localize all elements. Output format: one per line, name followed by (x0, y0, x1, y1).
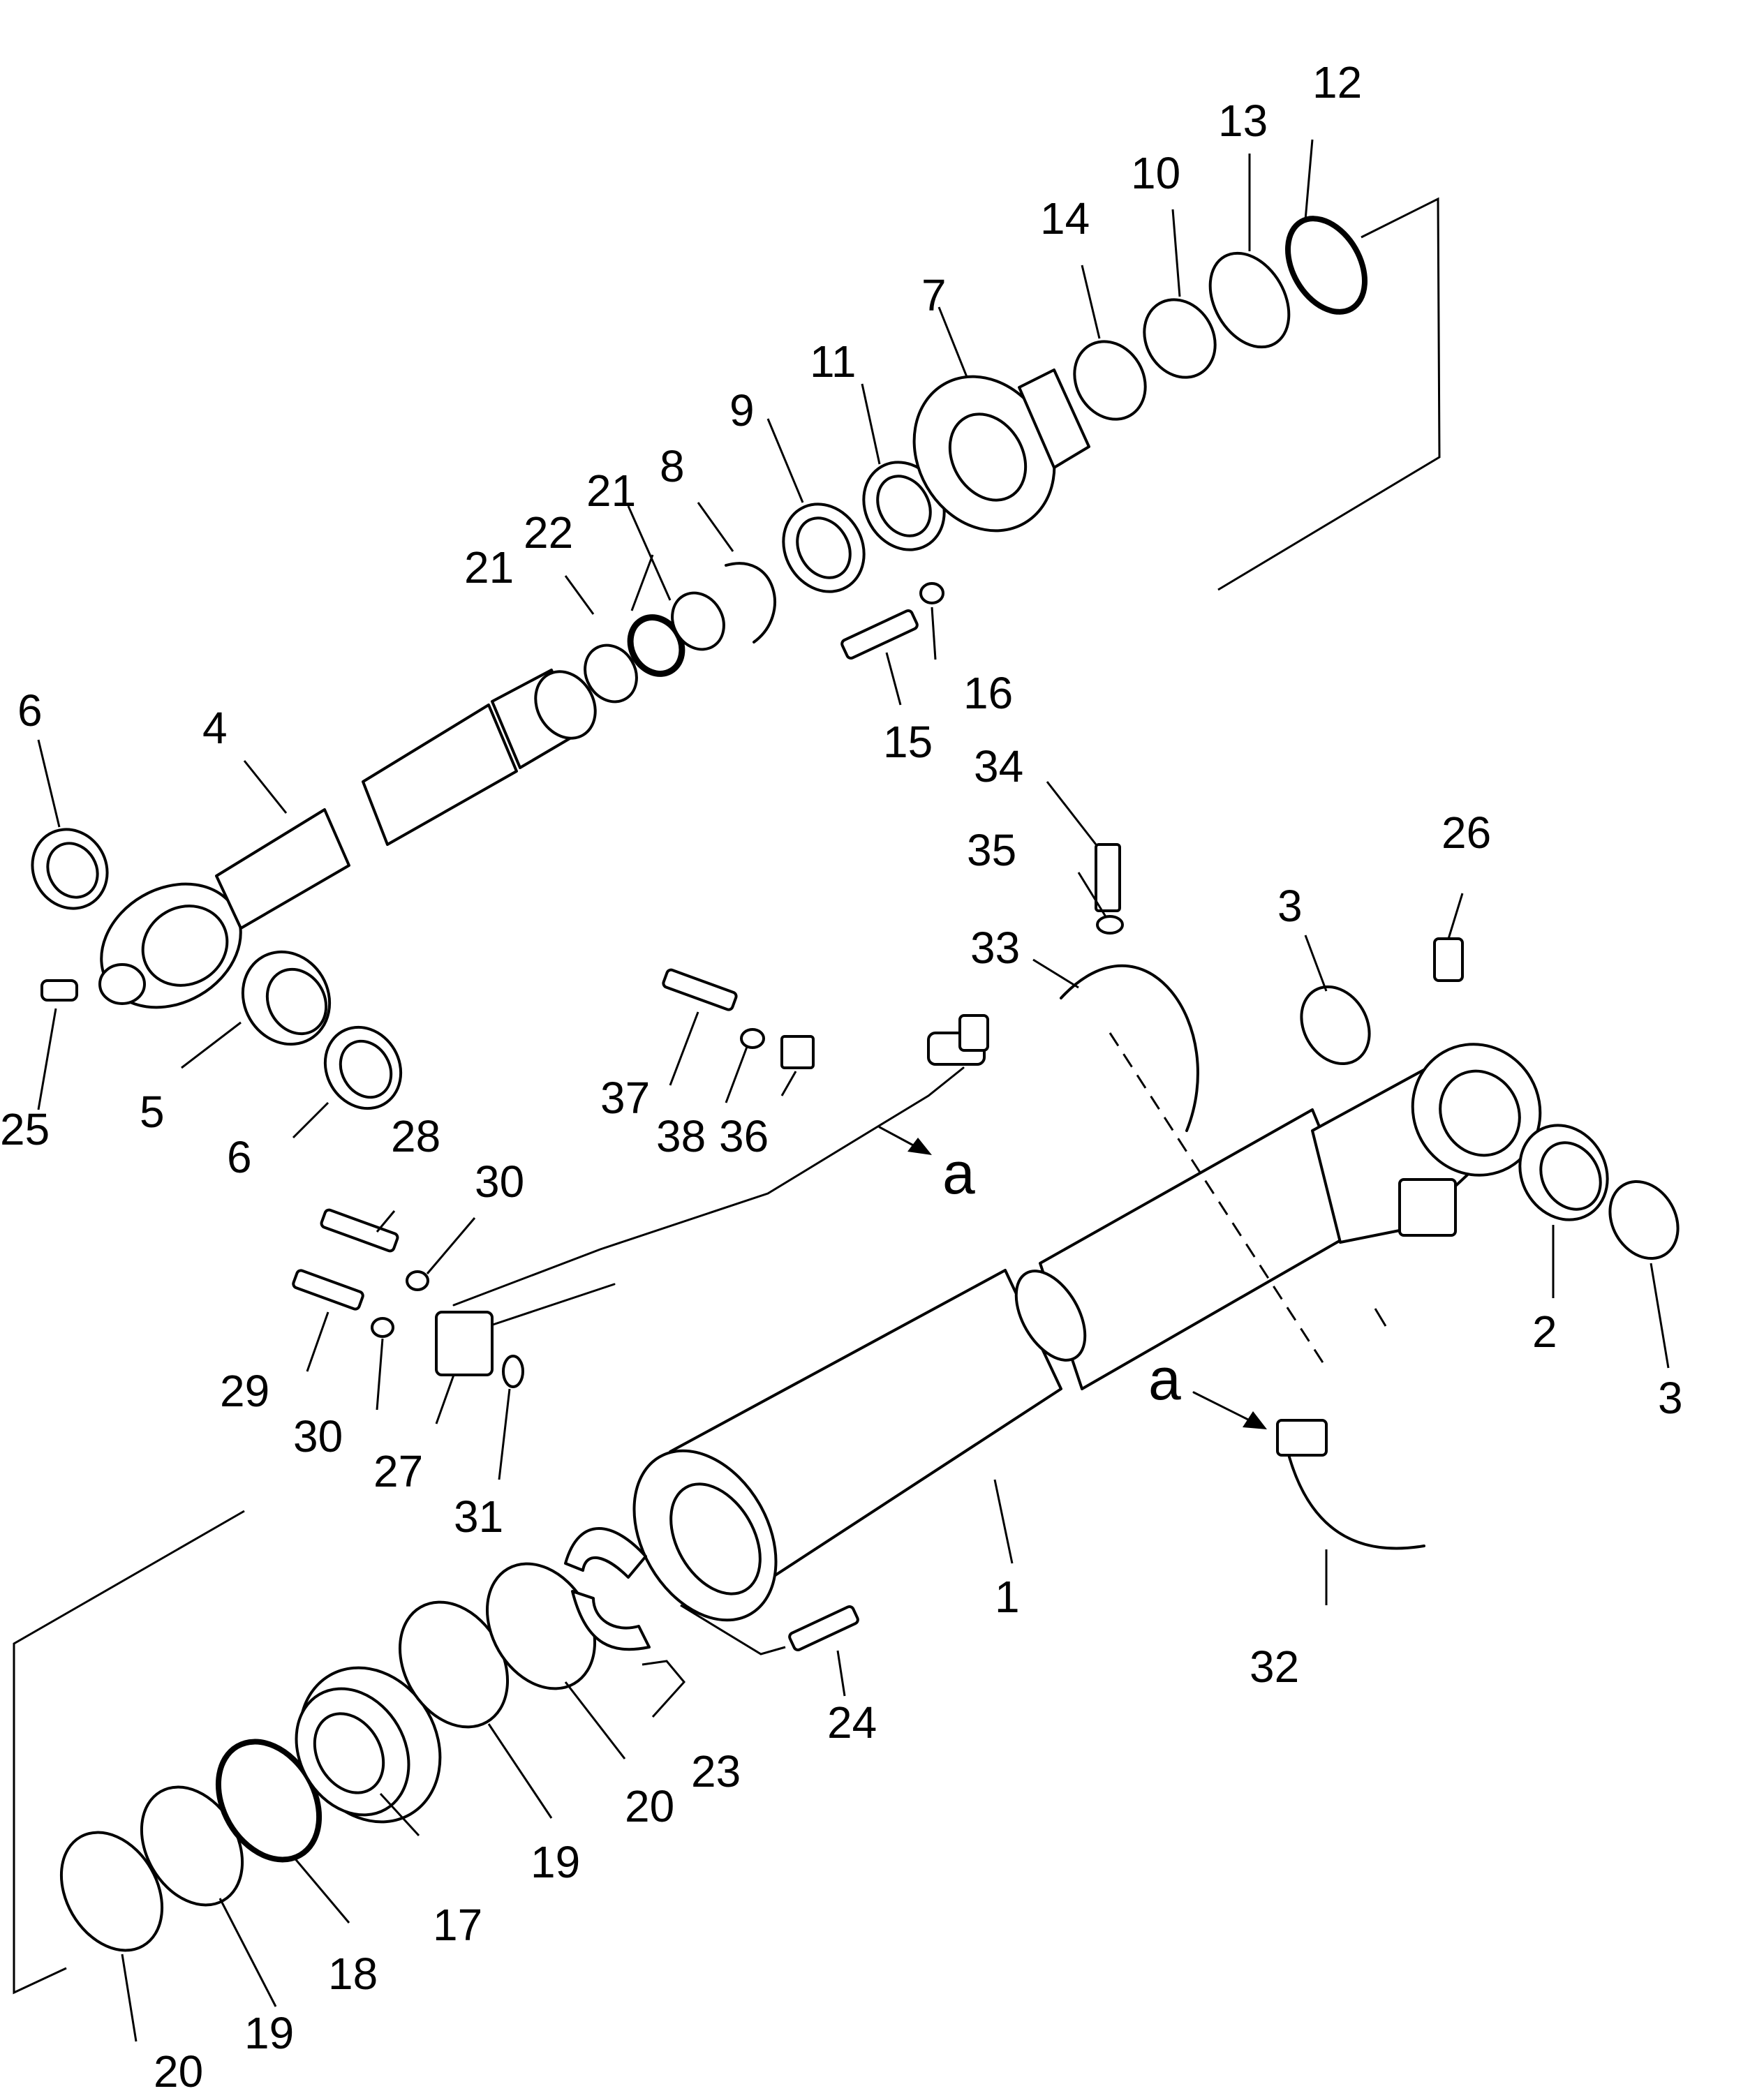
callout-1: 1 (995, 1572, 1020, 1622)
callout-30: 30 (475, 1156, 524, 1207)
callout-34: 34 (974, 741, 1023, 791)
callout-18: 18 (328, 1949, 378, 1999)
callout-14: 14 (1040, 193, 1090, 244)
callout-3: 3 (1658, 1373, 1683, 1423)
callout-7: 7 (921, 270, 947, 320)
callout-30: 30 (293, 1411, 343, 1461)
callout-22: 22 (524, 507, 573, 558)
reference-a-upper: a (942, 1140, 975, 1206)
callout-20: 20 (625, 1781, 674, 1831)
callout-2: 2 (1532, 1307, 1557, 1357)
callout-27: 27 (373, 1446, 423, 1496)
callout-33: 33 (970, 923, 1020, 973)
piston-rod-assembly (31, 197, 1441, 1110)
callout-29: 29 (220, 1366, 269, 1416)
callout-35: 35 (967, 825, 1016, 875)
callout-19: 19 (531, 1837, 580, 1887)
callout-5: 5 (140, 1087, 165, 1137)
callout-31: 31 (454, 1491, 503, 1542)
callout-38: 38 (656, 1111, 706, 1161)
callout-21: 21 (464, 542, 514, 593)
callout-8: 8 (660, 441, 685, 491)
pipe-assembly (292, 968, 1267, 1429)
callout-20: 20 (154, 2046, 203, 2091)
callout-11: 11 (810, 336, 856, 387)
callout-25: 25 (0, 1104, 50, 1154)
callout-13: 13 (1218, 96, 1268, 146)
callout-10: 10 (1131, 148, 1180, 198)
callout-17: 17 (433, 1900, 482, 1950)
callout-15: 15 (883, 717, 933, 767)
callout-6: 6 (17, 685, 43, 736)
cylinder-tube-assembly (632, 843, 1680, 1622)
reference-a-lower: a (1148, 1346, 1181, 1412)
callout-12: 12 (1312, 57, 1362, 107)
callout-36: 36 (719, 1111, 769, 1161)
callout-16: 16 (963, 668, 1013, 718)
piston-assembly (13, 1510, 859, 1995)
callout-21: 21 (586, 466, 636, 516)
callout-labels: 1 2 3 3 4 5 6 6 7 8 9 10 11 12 13 14 15 … (0, 57, 1683, 2091)
leader-lines (37, 139, 1670, 2042)
callout-26: 26 (1441, 808, 1491, 858)
callout-37: 37 (600, 1073, 650, 1123)
callout-3: 3 (1277, 881, 1303, 931)
callout-24: 24 (827, 1697, 877, 1748)
callout-6: 6 (227, 1132, 252, 1182)
callout-28: 28 (391, 1111, 440, 1161)
callout-19: 19 (244, 2008, 294, 2058)
callout-4: 4 (202, 703, 228, 753)
callout-32: 32 (1250, 1642, 1299, 1692)
callout-9: 9 (729, 385, 755, 436)
callout-23: 23 (691, 1746, 741, 1796)
